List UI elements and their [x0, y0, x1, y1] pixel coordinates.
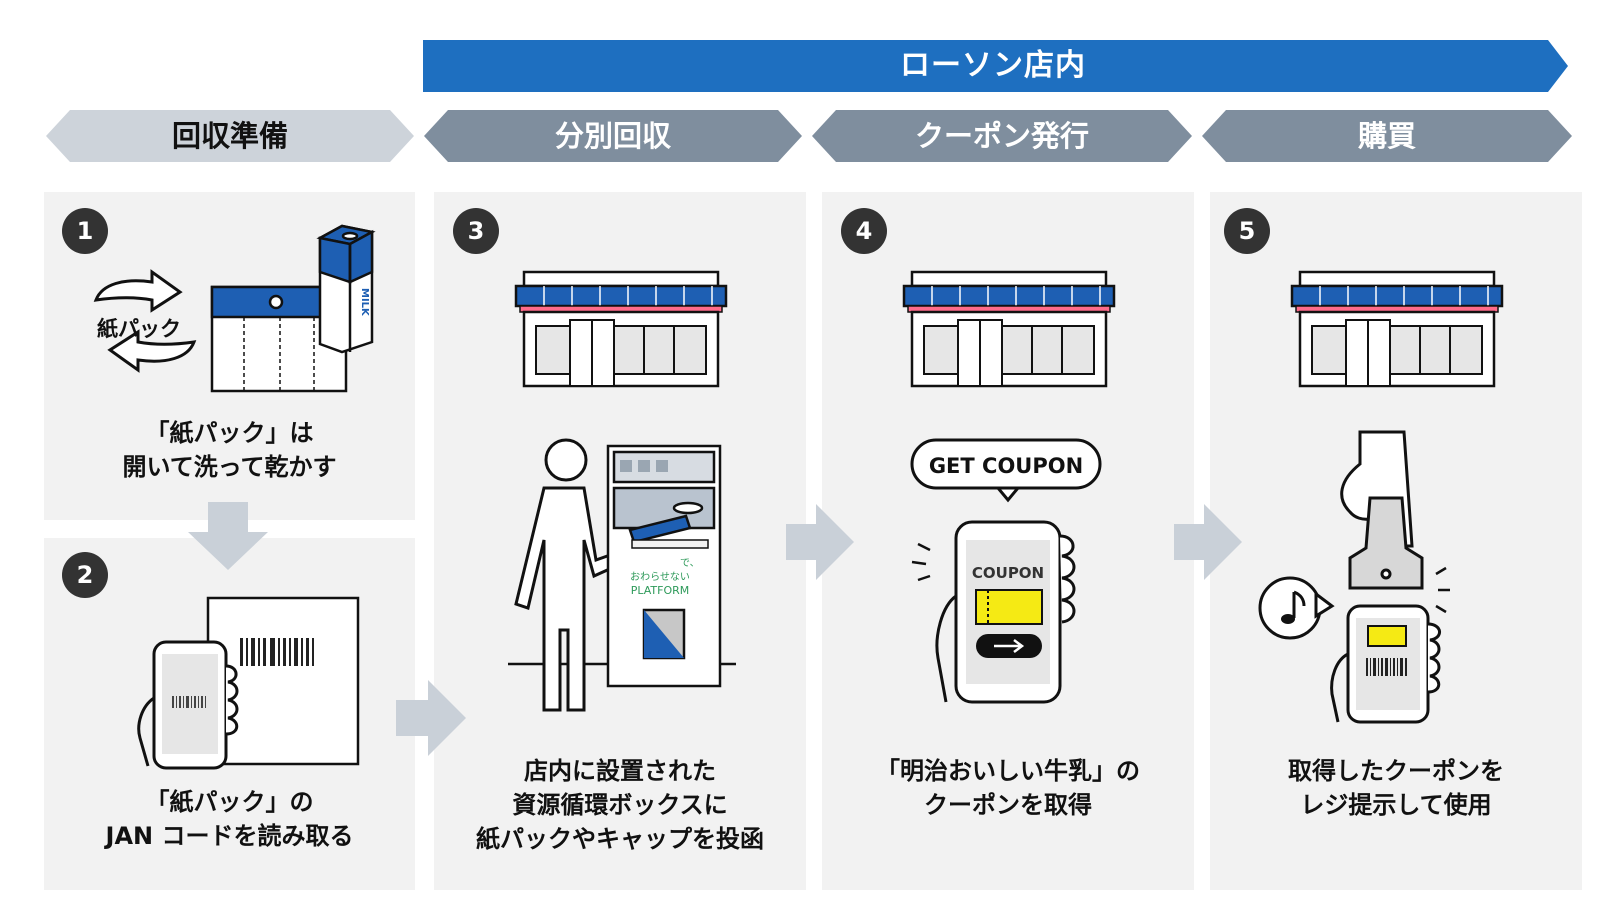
- step5-caption: 取得したクーポンを レジ提示して使用: [1288, 757, 1504, 819]
- banner-label: ローソン店内: [900, 48, 1086, 83]
- step5-illustration: [1258, 430, 1450, 724]
- speech-bubble: [910, 438, 1102, 503]
- phase-chevron-3: [812, 110, 1192, 162]
- hand-icon: [137, 664, 239, 767]
- store-icon: [1290, 270, 1504, 388]
- flow-arrow-icon: [396, 680, 466, 756]
- smartphone-icon: [152, 640, 228, 770]
- hand-icon: [935, 534, 1076, 703]
- milk-label: MILK: [359, 288, 370, 317]
- recycle-arrows-icon: [93, 269, 197, 373]
- box-label-3: PLATFORM: [631, 584, 690, 597]
- flow-arrow-icon: [188, 502, 268, 570]
- box-label-1: で、: [680, 558, 700, 569]
- music-note-bubble: [1258, 576, 1335, 640]
- coupon-icon: [975, 589, 1043, 625]
- carton-symbol-label: 紙パック: [97, 317, 181, 341]
- step-badge-4: 4: [841, 208, 887, 254]
- smartphone-icon: [1346, 604, 1430, 724]
- phase-label-purchase: 購買: [1357, 119, 1416, 153]
- milk-carton-icon: [316, 224, 376, 354]
- step-badge-5: 5: [1224, 208, 1270, 254]
- recycle-box-icon: [606, 444, 722, 688]
- phase-chevron-4: [1202, 110, 1572, 162]
- box-label-2: おわらせない: [630, 571, 690, 583]
- step-badge-2: 2: [62, 552, 108, 598]
- step4-illustration: GET COUPON COUPON: [910, 438, 1102, 704]
- hand-icon: [1330, 622, 1441, 723]
- store-icon: [902, 270, 1116, 388]
- flow-arrow-icon: [786, 504, 854, 580]
- step-badge-3: 3: [453, 208, 499, 254]
- barcode-scanner-icon: [1348, 496, 1424, 590]
- step1-caption: 「紙パック」は 開いて洗って乾かす: [122, 419, 337, 481]
- phase-chevron-2: [424, 110, 802, 162]
- phase-label-prep: 回収準備: [171, 119, 288, 153]
- step3-illustration: で、 おわらせない PLATFORM: [508, 438, 736, 712]
- step3-caption: 店内に設置された 資源循環ボックスに 紙パックやキャップを投函: [476, 757, 764, 853]
- phase-label-sorting: 分別回収: [554, 119, 671, 153]
- music-note-icon: [1281, 590, 1306, 624]
- step4-caption: 「明治おいしい牛乳」の クーポンを取得: [876, 757, 1140, 819]
- get-coupon-label: GET COUPON: [929, 454, 1083, 478]
- step2-illustration: [137, 596, 360, 770]
- flow-arrow-icon: [1174, 504, 1242, 580]
- phase-chevron-1: [46, 110, 414, 162]
- barcode-icon: [240, 638, 314, 666]
- step-badge-1: 1: [62, 208, 108, 254]
- arrow-button-icon: [976, 634, 1042, 658]
- phase-label-coupon: クーポン発行: [914, 119, 1089, 153]
- store-icon: [514, 270, 728, 388]
- phone-coupon-label: COUPON: [972, 564, 1044, 582]
- step1-illustration: 紙パック MILK: [93, 224, 376, 393]
- step2-caption: 「紙パック」の JAN コードを読み取る: [105, 788, 354, 850]
